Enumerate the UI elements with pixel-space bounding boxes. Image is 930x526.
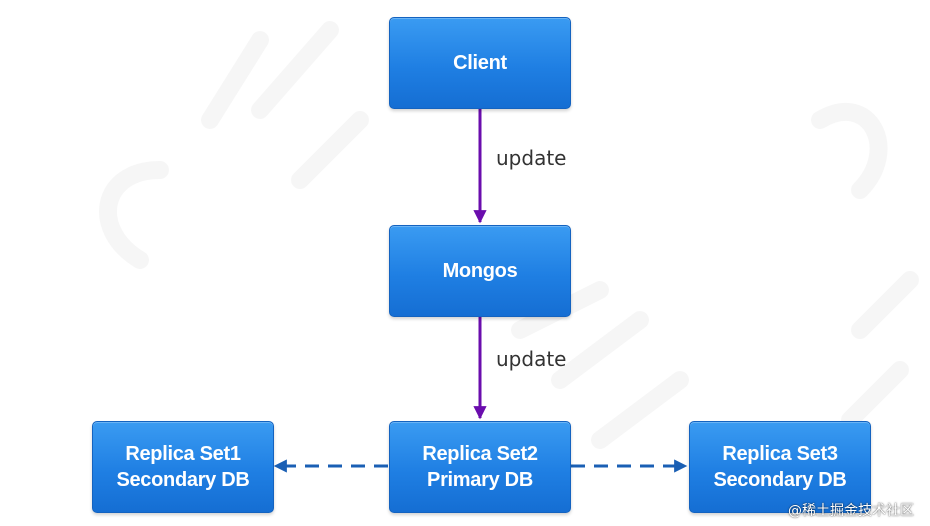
node-client[interactable]: Client [389,17,571,109]
node-replica-set-2-role: Primary DB [427,469,533,491]
node-replica-set-2[interactable]: Replica Set2 Primary DB [389,421,571,513]
node-replica-set-2-name: Replica Set2 [422,443,538,465]
node-client-label: Client [453,52,507,74]
node-replica-set-3-name: Replica Set3 [722,443,838,465]
node-mongos[interactable]: Mongos [389,225,571,317]
node-replica-set-1[interactable]: Replica Set1 Secondary DB [92,421,274,513]
edge-label-mongos-primary: update [496,347,567,371]
source-credit: @稀土掘金技术社区 [788,503,914,519]
node-replica-set-3[interactable]: Replica Set3 Secondary DB [689,421,871,513]
node-replica-set-1-name: Replica Set1 [125,443,241,465]
node-replica-set-3-role: Secondary DB [713,469,847,491]
edge-label-client-mongos: update [496,146,567,170]
node-replica-set-1-role: Secondary DB [116,469,250,491]
node-mongos-label: Mongos [442,260,518,282]
